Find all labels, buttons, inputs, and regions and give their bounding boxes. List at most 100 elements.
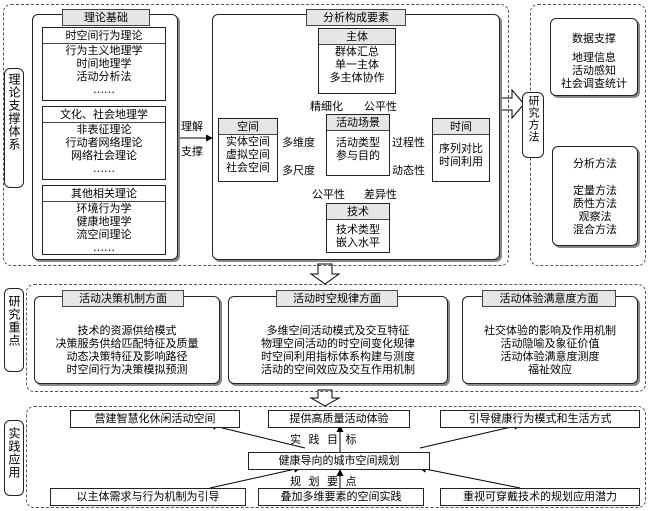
- theory-group-3: 其他相关理论 环境行为学 健康地理学 流空间理论 ……: [42, 185, 166, 255]
- theory-group-2-header: 文化、社会地理学: [43, 107, 165, 123]
- tech-box: 技术 技术类型 嵌入水平: [326, 203, 390, 253]
- focus-item: 物理空间活动的时空间变化规律: [261, 337, 415, 350]
- support-label-understand: 理解: [181, 120, 203, 133]
- arrow-point-left-center: [209, 465, 301, 489]
- arrow-point-right-center: [419, 465, 521, 489]
- focus-panel-3: 社交体验的影响及作用机制 活动隐喻及象征价值 活动体验满意度测度 福祉效应: [462, 296, 638, 384]
- center-text: 健康导向的城市空间规划: [278, 454, 400, 467]
- focus-item: 福祉效应: [528, 363, 572, 376]
- arrow-center-goal-left: [209, 423, 306, 449]
- label-fairness-top: 公平性: [364, 100, 397, 113]
- scene-box: 活动场景 活动类型 参与目的: [326, 114, 390, 176]
- theory-section: [3, 4, 509, 266]
- theory-group-1-header: 时空间行为理论: [43, 28, 165, 44]
- point-text: 重视可穿戴技术的规划应用潜力: [463, 490, 617, 503]
- label-refine: 精细化: [310, 100, 343, 113]
- theory-item: ……: [93, 162, 115, 175]
- points-label: 规 划 要 点: [290, 475, 359, 488]
- analysis-method-item: 质性方法: [573, 197, 617, 210]
- data-support-panel: 数据支撑 地理信息 活动感知 社会调查统计: [550, 18, 638, 96]
- space-item: 实体空间: [226, 135, 270, 148]
- tech-item: 技术类型: [336, 223, 380, 236]
- scene-item: 参与目的: [336, 149, 380, 162]
- arrow-center-goal-right: [419, 422, 521, 449]
- focus-item: 社交体验的影响及作用机制: [484, 324, 616, 337]
- time-item: 序列对比: [439, 142, 483, 155]
- theory-item: 网络社会理论: [71, 149, 137, 162]
- point-text: 以主体需求与行为机制为引导: [76, 490, 220, 503]
- theory-group-2: 文化、社会地理学 非表征理论 行动者网络理论 网络社会理论 ……: [42, 106, 166, 180]
- goal-box-3: 引导健康行为模式和生活方式: [440, 410, 640, 428]
- goal-text: 营建智慧化休闲活动空间: [94, 412, 216, 425]
- tech-item: 嵌入水平: [336, 236, 380, 249]
- practice-side-label: 实践应用: [7, 427, 21, 479]
- theory-item: 健康地理学: [76, 215, 132, 228]
- label-difference: 差异性: [364, 188, 397, 201]
- center-box: 健康导向的城市空间规划: [248, 452, 430, 470]
- focus-panel-1: 技术的资源供给模式 决策服务供给匹配特征及质量 动态决策特征及影响路径 时空间行…: [34, 296, 220, 384]
- focus-panel-2: 多维空间活动模式及交互特征 物理空间活动的时空间变化规律 时空间利用指标体系构建…: [228, 296, 448, 384]
- focus-item: 决策服务供给匹配特征及质量: [55, 337, 199, 350]
- time-item: 时间利用: [439, 155, 483, 168]
- theory-item: ……: [93, 83, 115, 96]
- goal-label: 实 践 目 标: [290, 433, 359, 446]
- practice-section: [26, 406, 646, 508]
- analysis-method-item: 观察法: [578, 210, 612, 223]
- theory-side-label: 理论支撑体系: [7, 73, 21, 151]
- focus-side-label-box: 研究重点: [4, 288, 24, 372]
- theory-group-1: 时空间行为理论 行为主义地理学 时间地理学 活动分析法 ……: [42, 27, 166, 101]
- focus-item: 活动的空间效应及交互作用机制: [261, 363, 415, 376]
- theory-item: 流空间理论: [76, 228, 132, 241]
- data-support-title: 数据支撑: [572, 32, 616, 45]
- analysis-title: 分析构成要素: [306, 9, 406, 26]
- subject-title: 主体: [319, 29, 395, 45]
- label-fairness-bottom: 公平性: [312, 188, 345, 201]
- data-support-item: 地理信息: [572, 51, 616, 64]
- focus-panel-2-title: 活动时空规律方面: [276, 290, 398, 307]
- arrow-down-focus: [309, 263, 341, 285]
- scene-title: 活动场景: [327, 115, 389, 131]
- focus-item: 时空间行为决策模拟预测: [66, 363, 188, 376]
- focus-item: 技术的资源供给模式: [77, 324, 177, 337]
- methods-side-label-box: 研究方法: [522, 92, 544, 158]
- analysis-method-panel: 分析方法 定量方法 质性方法 观察法 混合方法: [552, 146, 638, 246]
- theory-item: 行动者网络理论: [65, 136, 143, 149]
- focus-item: 活动隐喻及象征价值: [500, 337, 600, 350]
- theory-side-label-box: 理论支撑体系: [4, 68, 24, 188]
- goal-box-1: 营建智慧化休闲活动空间: [70, 410, 240, 428]
- analysis-method-item: 混合方法: [573, 223, 617, 236]
- theory-item: 活动分析法: [76, 70, 132, 83]
- goal-text: 提供高质量活动体验: [289, 412, 389, 425]
- label-multidim: 多维度: [282, 136, 315, 149]
- label-process: 过程性: [392, 136, 425, 149]
- label-dynamic: 动态性: [392, 164, 425, 177]
- point-box-2: 叠加多维要素的空间实践: [258, 488, 424, 506]
- data-support-item: 活动感知: [572, 64, 616, 77]
- goal-box-2: 提供高质量活动体验: [268, 410, 410, 428]
- point-box-3: 重视可穿戴技术的规划应用潜力: [440, 488, 640, 506]
- theory-title: 理论基础: [62, 9, 150, 26]
- time-box: 时间 序列对比 时间利用: [432, 118, 490, 182]
- space-item: 社会空间: [226, 161, 270, 174]
- theory-item: 环境行为学: [76, 202, 132, 215]
- arrow-methods: [499, 88, 525, 120]
- label-multiscale: 多尺度: [282, 164, 315, 177]
- focus-panel-1-title: 活动决策机制方面: [62, 290, 184, 307]
- focus-item: 活动体验满意度测度: [500, 350, 600, 363]
- point-text: 叠加多维要素的空间实践: [280, 490, 402, 503]
- focus-side-label: 研究重点: [7, 295, 21, 347]
- space-title: 空间: [219, 119, 277, 135]
- theory-item: ……: [93, 241, 115, 254]
- theory-item: 时间地理学: [76, 57, 132, 70]
- analysis-method-item: 定量方法: [573, 184, 617, 197]
- theory-group-3-header: 其他相关理论: [43, 186, 165, 202]
- methods-side-label: 研究方法: [527, 95, 540, 143]
- subject-item: 单一主体: [335, 58, 379, 71]
- space-box: 空间 实体空间 虚拟空间 社会空间: [218, 118, 278, 182]
- tech-title: 技术: [327, 204, 389, 220]
- arrow-down-practice: [309, 389, 341, 407]
- practice-side-label-box: 实践应用: [4, 420, 24, 496]
- space-item: 虚拟空间: [226, 148, 270, 161]
- focus-section: [26, 284, 646, 392]
- scene-item: 活动类型: [336, 136, 380, 149]
